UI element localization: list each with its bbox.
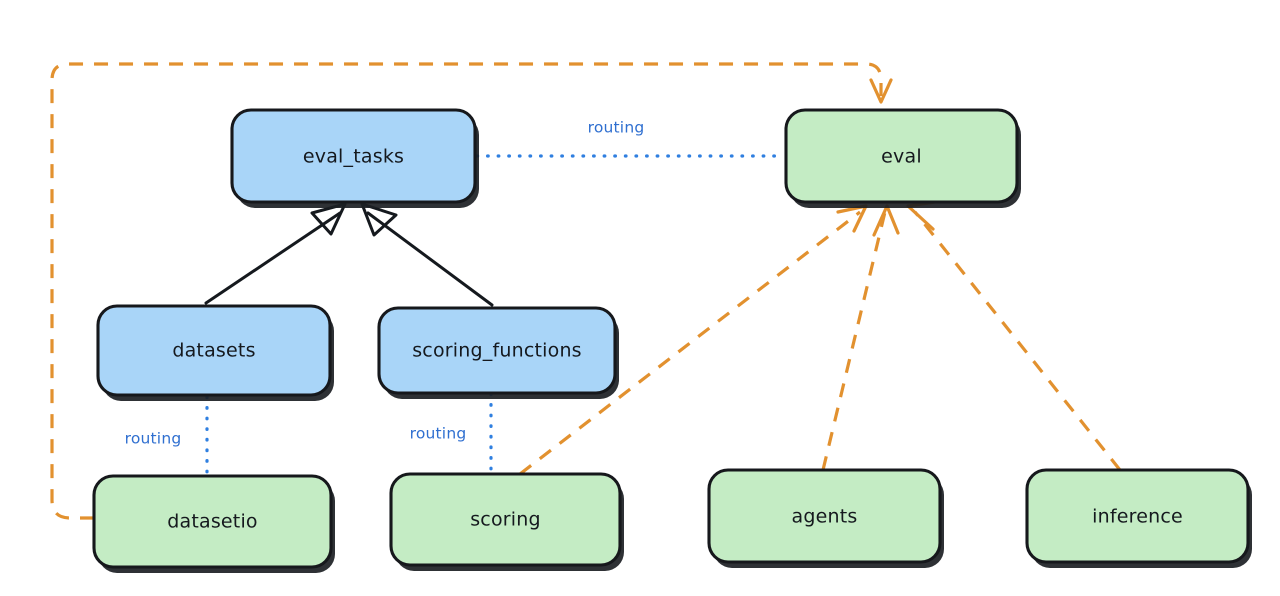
- node-scoring-functions[interactable]: scoring_functions: [377, 306, 619, 399]
- node-datasetio[interactable]: datasetio: [92, 474, 335, 573]
- arrowhead-datasets-eval-tasks: [310, 202, 347, 236]
- node-eval-tasks-label: eval_tasks: [303, 146, 404, 168]
- edge-label-layer: routing routing routing: [125, 119, 645, 448]
- edge-label-routing-eval: routing: [588, 119, 645, 137]
- node-scoring[interactable]: scoring: [389, 472, 624, 571]
- node-agents[interactable]: agents: [707, 468, 944, 568]
- edge-inference-eval: [913, 211, 1122, 471]
- node-eval[interactable]: eval: [784, 108, 1021, 208]
- edge-agents-eval: [821, 211, 887, 471]
- node-datasets-box[interactable]: [96, 304, 332, 397]
- edge-datasets-eval-tasks: [204, 211, 342, 305]
- node-scoring-label: scoring: [470, 509, 541, 531]
- node-eval-tasks[interactable]: eval_tasks: [230, 108, 479, 208]
- node-datasets[interactable]: datasets: [96, 304, 334, 401]
- arrowhead-datasetio-eval: [869, 78, 893, 104]
- node-inference[interactable]: inference: [1025, 468, 1252, 568]
- node-datasetio-label: datasetio: [167, 511, 258, 533]
- edge-scoring-functions-eval-tasks: [366, 211, 494, 307]
- arrowhead-agents-eval: [872, 204, 900, 237]
- node-eval-label: eval: [881, 146, 922, 168]
- edge-label-routing-datasetio: routing: [125, 430, 182, 448]
- node-inference-box[interactable]: [1025, 468, 1250, 564]
- edge-scoring-eval: [519, 210, 861, 476]
- arrowhead-scoring-functions-eval-tasks: [360, 202, 398, 237]
- node-agents-label: agents: [792, 506, 858, 528]
- edge-datasetio-eval: [50, 62, 883, 520]
- node-scoring-box[interactable]: [389, 472, 622, 567]
- node-inference-label: inference: [1092, 506, 1183, 528]
- node-scoring-functions-box[interactable]: [377, 306, 617, 395]
- edge-label-routing-scoring: routing: [410, 425, 467, 443]
- node-scoring-functions-label: scoring_functions: [412, 340, 582, 362]
- node-eval-tasks-box[interactable]: [230, 108, 477, 204]
- node-eval-box[interactable]: [784, 108, 1019, 204]
- node-agents-box[interactable]: [707, 468, 942, 564]
- node-datasetio-box[interactable]: [92, 474, 333, 569]
- edge-layer: [50, 62, 1122, 520]
- node-datasets-label: datasets: [172, 340, 255, 362]
